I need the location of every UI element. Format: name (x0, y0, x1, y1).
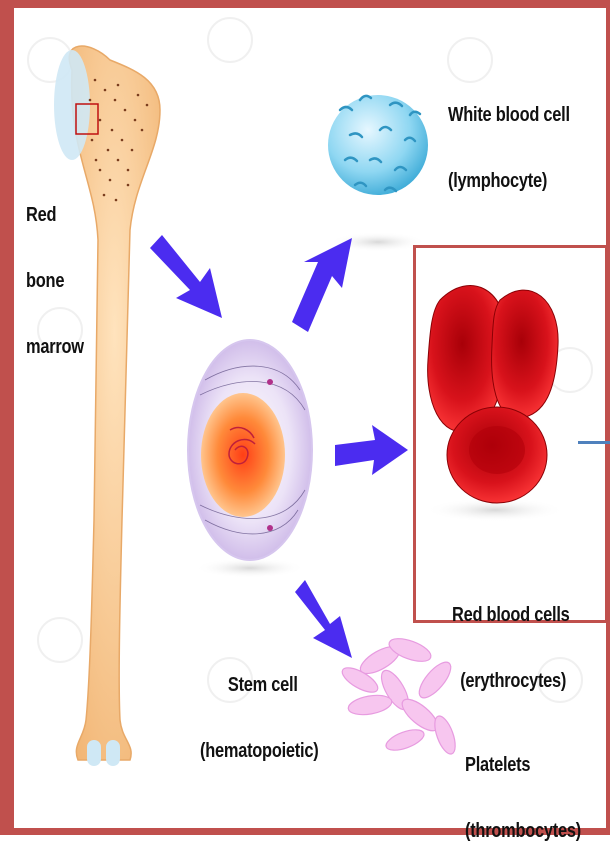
arrow-stem-to-rbc (335, 425, 408, 475)
label-line: Red (26, 204, 84, 226)
label-line: Platelets (465, 754, 581, 776)
label-stem-cell: Stem cell (hematopoietic) (200, 630, 318, 784)
bone-cartilage (54, 50, 90, 160)
label-line: White blood cell (448, 104, 570, 126)
label-line: bone (26, 270, 84, 292)
label-platelets: Platelets (thrombocytes) (465, 710, 581, 864)
label-line: (thrombocytes) (465, 820, 581, 842)
stem-cell (188, 340, 312, 578)
label-red-bone-marrow: Red bone marrow (26, 160, 84, 380)
label-line: (hematopoietic) (200, 740, 318, 762)
label-line: Stem cell (200, 674, 318, 696)
label-red-blood-cells: Red blood cells (erythrocytes) (452, 560, 570, 714)
label-line: Red blood cells (452, 604, 570, 626)
accent-line (578, 441, 610, 444)
arrow-bone-to-stem (150, 235, 222, 318)
bone-cartilage (106, 740, 120, 766)
label-line: (erythrocytes) (452, 670, 570, 692)
stem-cell-nucleus (201, 393, 285, 517)
label-line: marrow (26, 336, 84, 358)
label-white-blood-cell: White blood cell (lymphocyte) (448, 60, 570, 214)
platelets (339, 634, 460, 757)
bone-illustration (54, 46, 160, 766)
label-line: (lymphocyte) (448, 170, 570, 192)
white-blood-cell (328, 95, 428, 252)
bone-cartilage (87, 740, 101, 766)
arrow-stem-to-wbc (292, 238, 352, 332)
